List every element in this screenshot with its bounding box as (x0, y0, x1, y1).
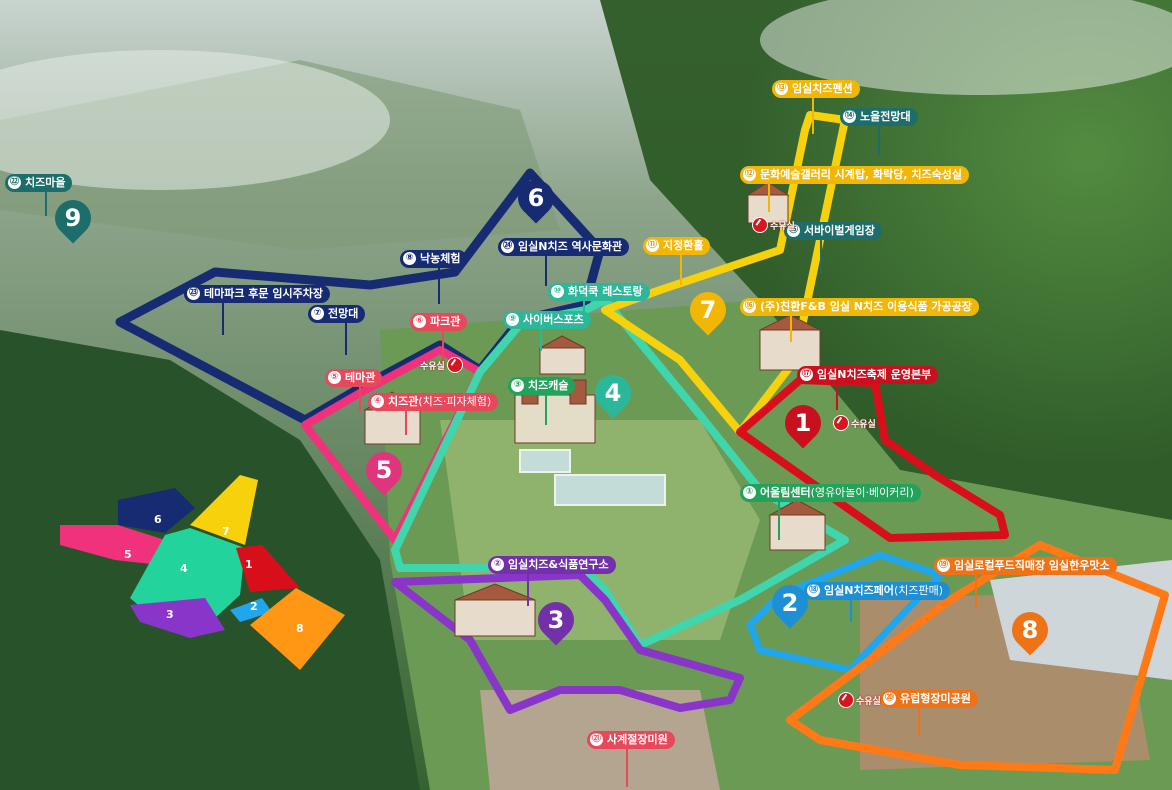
minimap-zone-2 (230, 598, 272, 622)
label-stem (359, 387, 361, 411)
nursing-room-icon (833, 415, 849, 431)
minimap-zone-7 (190, 475, 258, 545)
label-stem (768, 184, 770, 212)
minimap-label-4: 4 (180, 562, 188, 575)
minimap-zone-5 (60, 525, 165, 565)
label-stem (975, 575, 977, 607)
nursing-room-marker[interactable]: 수유실 (838, 692, 881, 708)
minimap-label-7: 7 (222, 525, 230, 538)
label-stem (812, 98, 814, 134)
minimap-label-8: 8 (296, 622, 304, 635)
zone-pin-7[interactable]: 7 (682, 284, 734, 336)
label-stem (790, 316, 792, 342)
label-stem (540, 329, 542, 351)
label-stem (442, 331, 444, 361)
label-stem (345, 323, 347, 355)
label-stem (545, 256, 547, 286)
label-stem (45, 192, 47, 216)
zone-pin-1[interactable]: 1 (777, 397, 829, 449)
zone-4-outline (391, 296, 849, 649)
nursing-room-icon (838, 692, 854, 708)
label-stem (438, 268, 440, 304)
minimap-label-5: 5 (124, 548, 132, 561)
minimap-zone-8 (250, 588, 345, 670)
label-stem (878, 126, 880, 156)
minimap-zone-6 (118, 488, 195, 533)
minimap-label-6: 6 (154, 513, 162, 526)
nursing-room-marker[interactable]: 수유실 (833, 415, 876, 431)
nursing-room-icon (446, 357, 463, 373)
label-stem (222, 303, 224, 335)
label-stem (583, 301, 585, 321)
zone-pin-4[interactable]: 4 (587, 367, 639, 419)
zone-3-outline (391, 571, 744, 714)
minimap-label-3: 3 (166, 608, 174, 621)
minimap-zone-3 (130, 598, 225, 638)
label-stem (850, 600, 852, 622)
nursing-room-marker[interactable]: 수유실 (752, 217, 795, 233)
minimap-label-2: 2 (250, 600, 258, 613)
zone-8-outline (786, 541, 1169, 774)
label-stem (778, 502, 780, 540)
minimap-label-1: 1 (245, 558, 253, 571)
nursing-room-marker[interactable]: 수유실 (420, 357, 463, 373)
label-stem (820, 240, 822, 274)
label-stem (836, 384, 838, 410)
label-stem (918, 708, 920, 736)
zone-pin-5[interactable]: 5 (358, 444, 410, 496)
zone-pin-6[interactable]: 6 (510, 172, 562, 224)
nursing-room-icon (752, 217, 768, 233)
label-stem (405, 411, 407, 435)
label-stem (680, 255, 682, 285)
label-stem (545, 395, 547, 425)
zone-pin-3[interactable]: 3 (530, 594, 582, 646)
facility-16[interactable]: ⑯(주)친환F&B 임실 N치즈 이용식품 가공공장 (740, 298, 979, 316)
minimap-zone-4 (130, 528, 245, 618)
zone-pin-9[interactable]: 9 (47, 192, 99, 244)
label-stem (626, 749, 628, 787)
zone-pin-8[interactable]: 8 (1004, 604, 1056, 656)
label-stem (527, 574, 529, 606)
zone-7-outline (601, 111, 849, 436)
minimap (60, 475, 345, 670)
minimap-zone-1 (236, 545, 300, 592)
